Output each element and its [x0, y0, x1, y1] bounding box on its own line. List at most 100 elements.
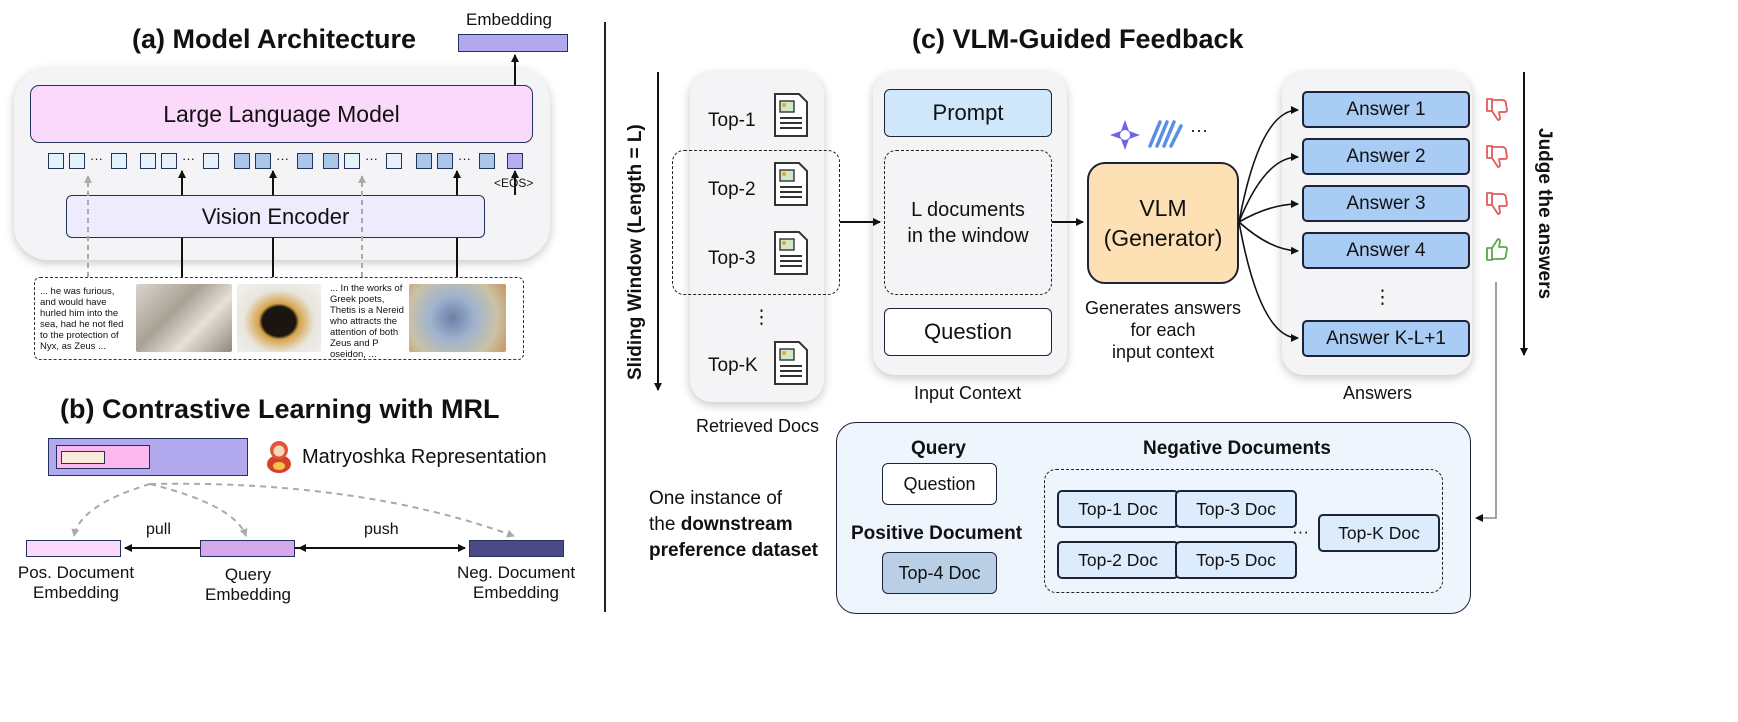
negative-header: Negative Documents [1143, 438, 1331, 459]
text-token [161, 153, 177, 169]
negative-doc-top-3: Top-3 Doc [1175, 490, 1297, 528]
pull-label: pull [146, 521, 171, 538]
token-ellipsis: ··· [365, 151, 378, 166]
vlm-logos-ellipsis: ··· [1190, 120, 1208, 140]
mosaic-image [409, 284, 506, 352]
image-token [437, 153, 453, 169]
query-header: Query [911, 438, 966, 459]
negative-doc-top-k: Top-K Doc [1318, 514, 1440, 552]
eos-token [507, 153, 523, 169]
sliding-window-label: Sliding Window (Length = L) [625, 124, 647, 380]
eos-label: <EOS> [494, 176, 534, 190]
retrieved-doc-top-2: Top-2 [708, 179, 756, 200]
input-context-caption: Input Context [914, 383, 1022, 403]
thumbs-down-icon [1486, 98, 1508, 121]
vlm-generator-block: VLM (Generator) [1087, 162, 1239, 284]
text-token [386, 153, 402, 169]
vision-encoder-block: Vision Encoder [66, 195, 485, 238]
judge-answers-label: Judge the answers [1533, 128, 1555, 299]
answer-k-l-1: Answer K-L+1 [1302, 320, 1470, 357]
instance-caption-line-3: preference dataset [649, 538, 818, 564]
image-token [297, 153, 313, 169]
window-documents-block: L documents in the window [884, 150, 1052, 295]
matryoshka-label: Matryoshka Representation [302, 446, 547, 468]
text-token [48, 153, 64, 169]
pos-document-label: Pos. Document Embedding [17, 563, 135, 602]
query-question-block: Question [882, 463, 997, 505]
positive-document-label: Top-4 Doc [898, 562, 981, 583]
negative-doc-top-5: Top-5 Doc [1175, 541, 1297, 579]
answers-caption: Answers [1343, 383, 1413, 403]
push-label: push [364, 521, 399, 538]
sculpture-image-1 [136, 284, 232, 352]
judge-answers-text: Judge the answers [1534, 128, 1555, 300]
image-token [479, 153, 495, 169]
text-token [203, 153, 219, 169]
text-token [111, 153, 127, 169]
prompt-label: Prompt [932, 100, 1004, 125]
token-ellipsis: ··· [90, 151, 103, 166]
instance-caption-downstream: downstream [680, 514, 793, 535]
negative-doc-top-1: Top-1 Doc [1057, 490, 1179, 528]
llm-label: Large Language Model [163, 100, 400, 127]
retrieved-doc-top-3: Top-3 [708, 248, 756, 269]
retrieved-doc-ellipsis: ⋮ [752, 307, 771, 328]
thumbs-down-icon [1486, 145, 1508, 168]
instance-caption: One instance of the downstream preferenc… [649, 486, 818, 564]
image-token [234, 153, 250, 169]
image-token [323, 153, 339, 169]
image-token [416, 153, 432, 169]
positive-header: Positive Document [851, 523, 1023, 544]
generates-caption: Generates answers for each input context [1084, 298, 1242, 362]
thumbs-down-icon [1486, 192, 1508, 215]
answer-1: Answer 1 [1302, 91, 1470, 128]
panel-a-title: (a) Model Architecture [132, 24, 417, 54]
matryoshka-doll-icon [267, 441, 291, 473]
vlm-label: VLM (Generator) [1103, 195, 1223, 251]
document-icon [774, 93, 808, 137]
panel-b-title: (b) Contrastive Learning with MRL [60, 394, 500, 424]
sliding-window-text: Sliding Window (Length = L) [625, 124, 646, 380]
document-icon [774, 341, 808, 385]
window-documents-label: L documents in the window [907, 198, 1029, 247]
text-token [344, 153, 360, 169]
vase-image [237, 284, 321, 352]
answer-3: Answer 3 [1302, 185, 1470, 222]
retrieved-docs-caption: Retrieved Docs [696, 416, 820, 436]
neg-document-label: Neg. Document Embedding [456, 563, 576, 602]
token-ellipsis: ··· [458, 151, 471, 166]
retrieved-doc-top-1: Top-1 [708, 110, 756, 131]
vision-encoder-label: Vision Encoder [201, 203, 350, 229]
question-label: Question [923, 319, 1013, 344]
instance-caption-preference-dataset: preference dataset [649, 540, 818, 561]
positive-document-block: Top-4 Doc [882, 552, 997, 594]
question-block: Question [884, 308, 1052, 356]
negative-documents-frame [1044, 469, 1443, 593]
output-embedding [458, 34, 568, 52]
text-token [140, 153, 156, 169]
panel-divider [604, 22, 606, 612]
retrieved-doc-top-k: Top-K [708, 355, 758, 376]
negative-doc-top-2: Top-2 Doc [1057, 541, 1179, 579]
negative-docs-ellipsis: ··· [1292, 522, 1309, 541]
answer-2: Answer 2 [1302, 138, 1470, 175]
panel-c-title: (c) VLM-Guided Feedback [912, 24, 1244, 54]
answer-4: Answer 4 [1302, 232, 1470, 269]
matryoshka-embedding-inner [61, 451, 105, 464]
image-token [255, 153, 271, 169]
text-snippet-1: ... he was furious, and would have hurle… [40, 286, 124, 352]
query-embedding [200, 540, 295, 557]
gemini-logo-icon [1110, 120, 1140, 150]
large-language-model-block: Large Language Model [30, 85, 533, 143]
prompt-block: Prompt [884, 89, 1052, 137]
instance-caption-line-1: One instance of [649, 488, 783, 509]
document-icon [774, 231, 808, 275]
pos-document-embedding [26, 540, 121, 557]
model-logo-icon [1148, 120, 1183, 148]
embedding-label: Embedding [466, 10, 553, 29]
thumbs-up-icon [1486, 238, 1508, 261]
instance-caption-line-2: the downstream [649, 512, 818, 538]
answers-ellipsis: ⋮ [1373, 287, 1392, 308]
input-document-strip [34, 277, 524, 360]
token-ellipsis: ··· [182, 151, 195, 166]
